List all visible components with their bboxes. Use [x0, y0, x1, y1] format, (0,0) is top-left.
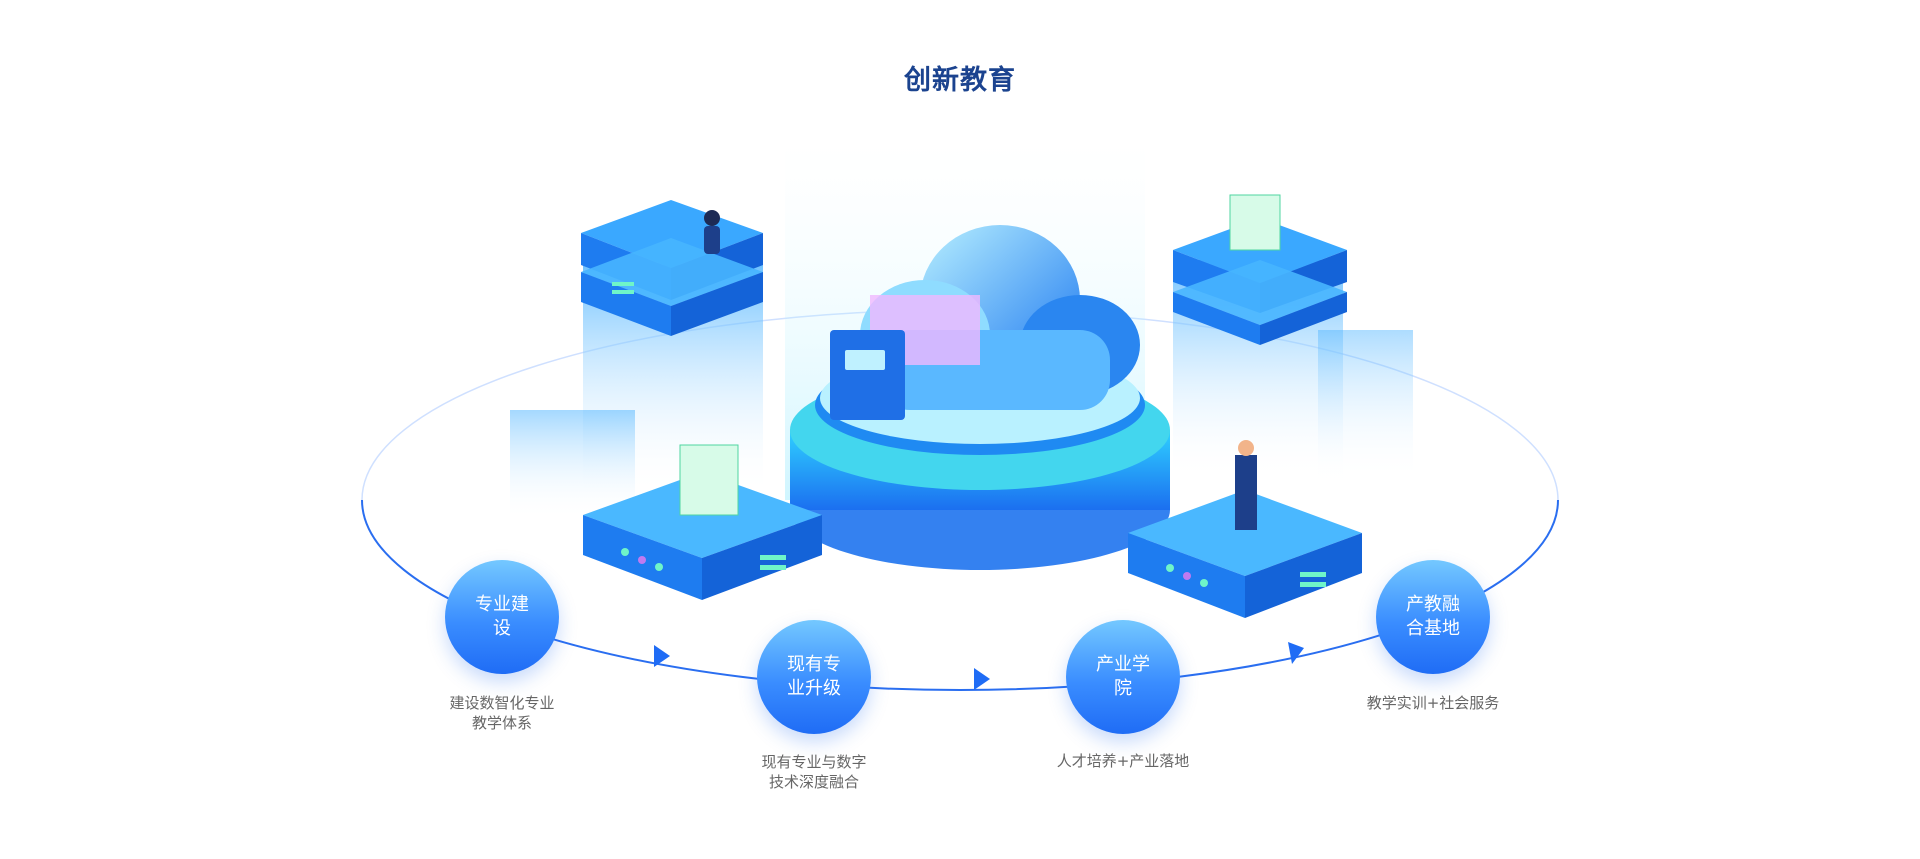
caption-line: 现有专业与数字: [761, 753, 867, 771]
step-label: 产教融合基地: [1406, 594, 1460, 639]
step-label: 产业学院: [1096, 654, 1150, 699]
arrow-icon: [654, 645, 670, 667]
cloud-icon: [830, 225, 1140, 420]
caption-line: 教学实训+社会服务: [1366, 694, 1500, 712]
step-caption: 建设数智化专业 教学体系: [402, 693, 602, 733]
caption-line: 建设数智化专业: [449, 694, 555, 712]
step-integration-base[interactable]: 产教融合基地: [1376, 560, 1490, 674]
step-major-upgrade[interactable]: 现有专业升级: [757, 620, 871, 734]
caption-line: 人才培养+产业落地: [1056, 752, 1190, 770]
person-figure: [704, 210, 720, 254]
caption-line: 技术深度融合: [768, 773, 859, 791]
step-caption: 现有专业与数字 技术深度融合: [714, 752, 914, 792]
arrow-icon: [974, 668, 990, 690]
server-bottom-left: [583, 444, 822, 600]
step-industry-college[interactable]: 产业学院: [1066, 620, 1180, 734]
server-bottom-right: [1128, 440, 1362, 618]
step-label: 现有专业升级: [787, 654, 841, 699]
step-label: 专业建设: [475, 594, 529, 639]
orbit-front: [361, 499, 1559, 691]
step-caption: 人才培养+产业落地: [1023, 751, 1223, 771]
caption-line: 教学体系: [471, 714, 532, 732]
step-caption: 教学实训+社会服务: [1333, 693, 1533, 713]
arrow-icon: [1288, 642, 1304, 664]
page-title: 创新教育: [904, 65, 1016, 96]
server-tower-left: [581, 200, 763, 495]
step-professional-construction[interactable]: 专业建设: [445, 560, 559, 674]
server-tower-right: [1173, 194, 1347, 480]
